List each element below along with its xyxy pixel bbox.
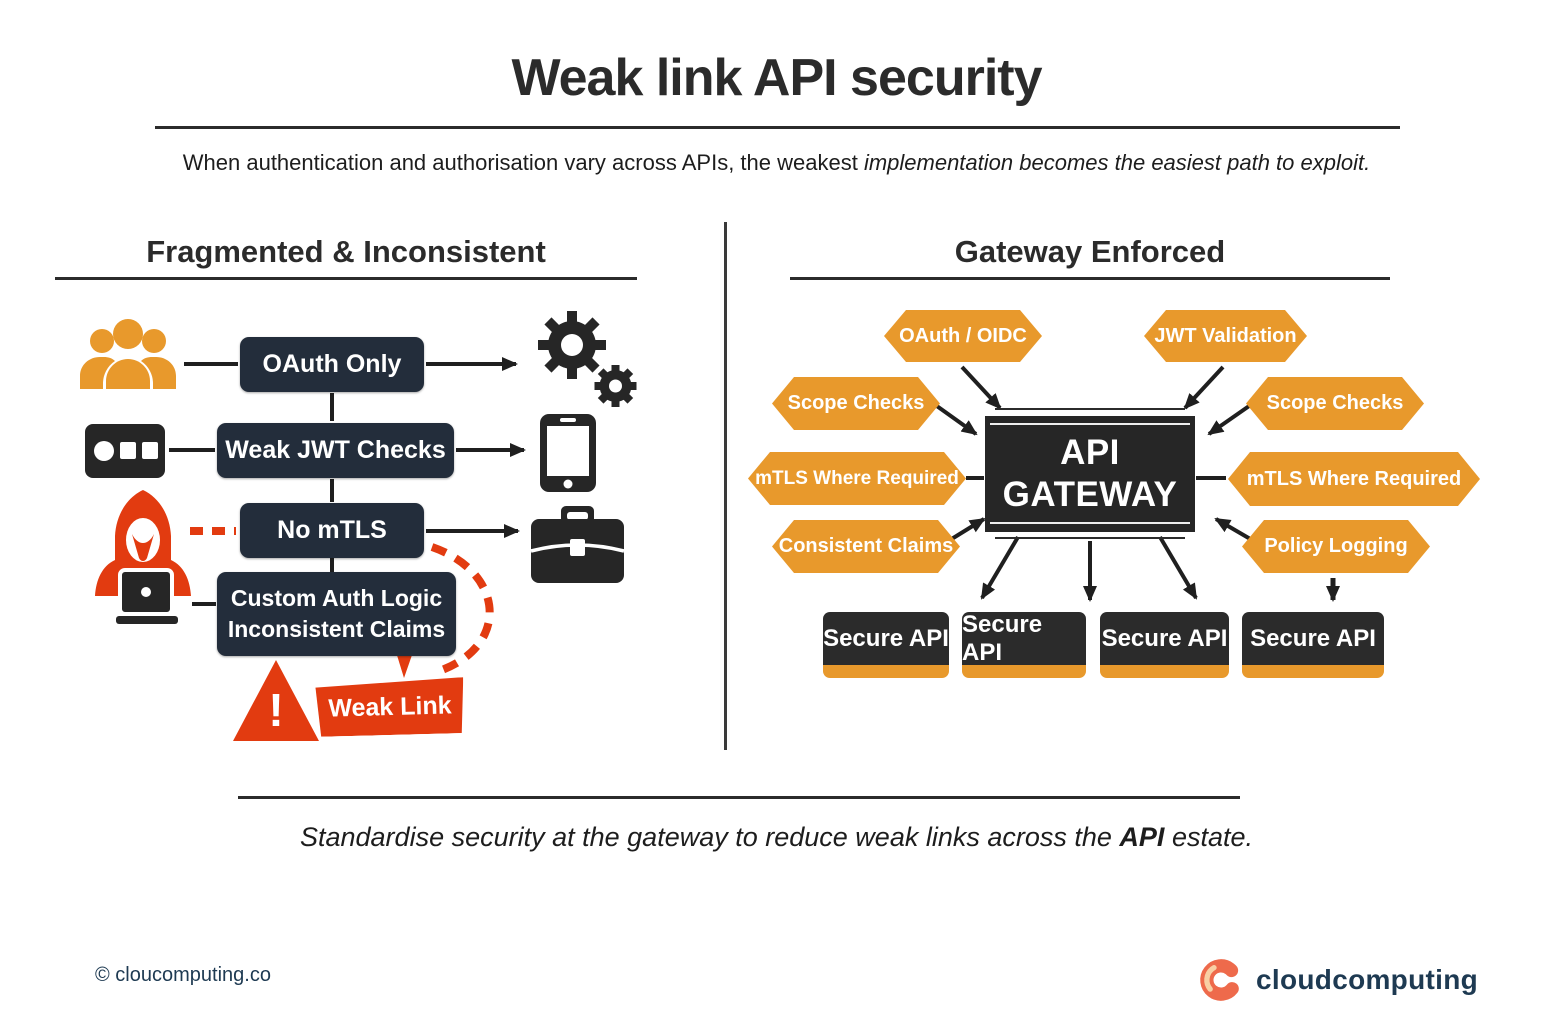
weak-link-label: Weak Link [328, 690, 452, 723]
badge-label: Policy Logging [1264, 535, 1408, 557]
api-gateway-box: API GATEWAY [985, 416, 1195, 532]
page-title: Weak link API security [511, 49, 1042, 107]
secure-api-box-2: Secure API [962, 610, 1086, 678]
brand-name: cloudcomputing [1256, 964, 1478, 995]
secure-api-box-3: Secure API [1100, 612, 1229, 678]
badge-label: mTLS Where Required [1246, 467, 1462, 490]
users-icon [78, 318, 178, 392]
copyright-text: © cloucomputing.co [95, 964, 271, 986]
step-box-label: OAuth Only [262, 350, 402, 378]
secure-api-box-4: Secure API [1242, 612, 1384, 678]
secure-api-label: Secure API [962, 610, 1043, 666]
step-box-label-line2: Inconsistent Claims [227, 616, 446, 642]
badge-mtls-left: mTLS Where Required [748, 452, 966, 505]
step-box-no-mtls: No mTLS [240, 503, 424, 558]
column-divider [724, 222, 727, 750]
step-box-custom-auth: Custom Auth Logic Inconsistent Claims [217, 572, 456, 656]
right-heading-underline [790, 277, 1390, 280]
closing-statement: Standardise security at the gateway to r… [0, 822, 1553, 853]
closing-statement-end: estate. [1164, 822, 1253, 852]
badge-jwt-validation: JWT Validation [1144, 310, 1307, 362]
credentials-icon [84, 423, 166, 479]
step-box-label: Weak JWT Checks [225, 436, 446, 464]
badge-label: Scope Checks [1266, 392, 1404, 414]
left-heading-underline [55, 277, 637, 280]
badge-label: Consistent Claims [778, 535, 954, 557]
step-box-oauth-only: OAuth Only [240, 337, 424, 392]
badge-label: Scope Checks [787, 392, 925, 414]
gears-icon [532, 303, 637, 408]
bottom-divider [238, 796, 1240, 799]
secure-api-box-1: Secure API [823, 612, 949, 678]
closing-statement-start: Standardise security at the gateway to r… [299, 822, 1120, 852]
step-box-weak-jwt-checks: Weak JWT Checks [217, 423, 454, 478]
brand-c-icon [1200, 959, 1242, 1001]
hacker-icon [88, 488, 198, 628]
warning-exclamation: ! [268, 684, 284, 736]
step-box-label: No mTLS [277, 516, 387, 544]
badge-label: JWT Validation [1154, 324, 1297, 347]
gateway-bottom-accent [995, 537, 1185, 539]
subtitle-italic: implementation becomes the easiest path … [863, 150, 1371, 175]
subtitle-regular: When authentication and authorisation va… [182, 150, 864, 175]
gateway-label-line2: GATEWAY [1002, 475, 1178, 514]
badge-oauth-oidc: OAuth / OIDC [884, 310, 1042, 362]
badge-mtls-right: mTLS Where Required [1228, 452, 1480, 506]
step-box-label-line1: Custom Auth Logic [230, 584, 443, 611]
secure-api-label: Secure API [1101, 624, 1228, 652]
right-panel-heading: Gateway Enforced [954, 234, 1226, 269]
subtitle: When authentication and authorisation va… [0, 150, 1553, 176]
badge-label: OAuth / OIDC [899, 324, 1027, 347]
weak-link-banner: Weak Link [315, 677, 464, 737]
gateway-label-line1: API [1060, 433, 1120, 472]
secure-api-label: Secure API [1250, 624, 1376, 652]
secure-api-label: Secure API [823, 624, 949, 652]
closing-statement-bold: API [1119, 822, 1165, 852]
gateway-top-accent [995, 408, 1185, 410]
badge-consistent-claims: Consistent Claims [772, 520, 960, 573]
warning-triangle-icon: ! [233, 660, 319, 741]
badge-label: mTLS Where Required [755, 467, 959, 489]
badge-policy-logging: Policy Logging [1242, 520, 1430, 573]
badge-scope-checks-right: Scope Checks [1246, 377, 1424, 430]
smartphone-icon [538, 413, 598, 493]
left-panel-heading: Fragmented & Inconsistent [146, 234, 546, 269]
gateway-hairline-bottom [990, 522, 1190, 524]
briefcase-icon [530, 505, 625, 585]
gateway-hairline-top [990, 423, 1190, 425]
brand-logo: cloudcomputing [1198, 950, 1478, 1010]
title-divider [155, 126, 1400, 129]
badge-scope-checks-left: Scope Checks [772, 377, 940, 430]
